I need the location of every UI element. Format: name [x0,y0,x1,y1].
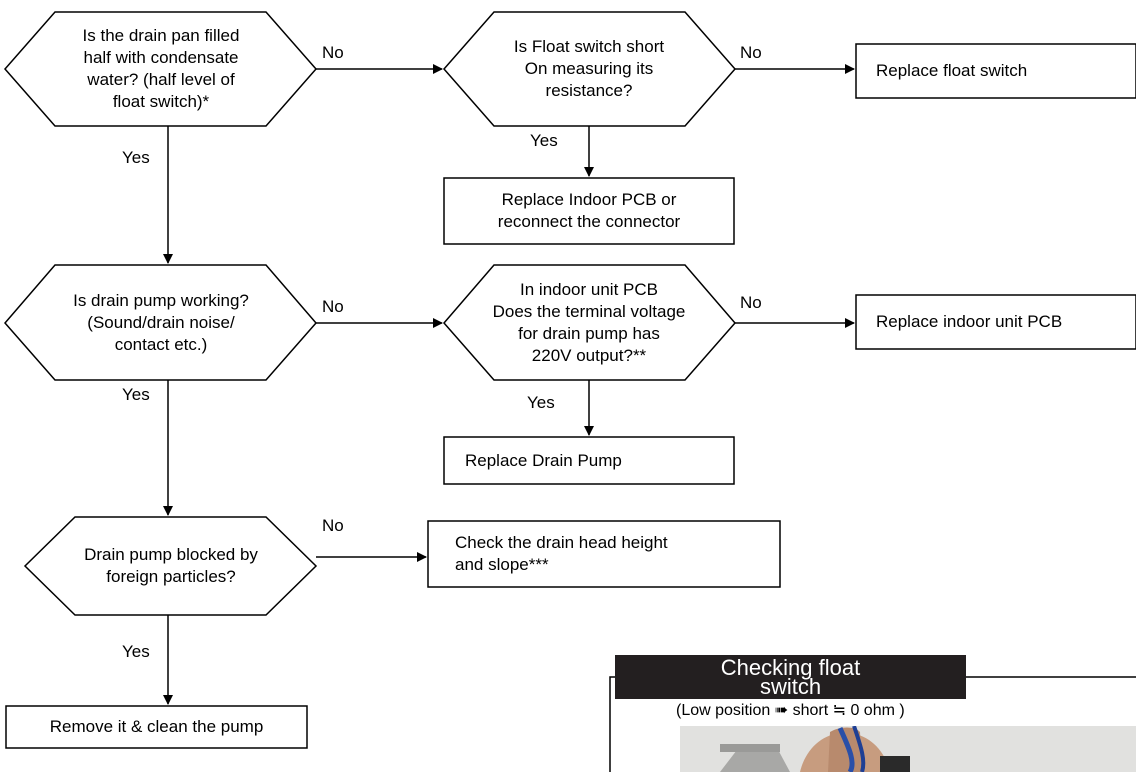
text-line: reconnect the connector [497,212,681,231]
text-line: Is the drain pan filled [82,26,240,45]
text-line: contact etc.) [114,335,208,354]
decision-drain-pump-working-text: Is drain pump working? (Sound/drain nois… [20,278,302,368]
panel-title-line: Checking float [720,655,861,680]
text-line: In indoor unit PCB [520,280,658,299]
text-line: foreign particles? [106,567,236,586]
box-remove-and-clean [5,705,308,749]
text-line: Replace float switch [876,61,1028,80]
text-line: Is drain pump working? [73,291,249,310]
text-line: 220V output?** [531,346,647,365]
box-replace-indoor-pcb-or-reconnect-text: Replace Indoor PCB or reconnect the conn… [444,178,734,244]
label-no: No [322,297,344,316]
label-yes: Yes [527,393,555,412]
box-check-drain-head-text: Check the drain head height and slope*** [455,521,770,587]
text-line: Replace Drain Pump [465,450,622,470]
label-yes: Yes [122,385,150,404]
box-replace-drain-pump [443,436,735,485]
label-no: No [322,516,344,535]
box-replace-drain-pump-text: Replace Drain Pump [465,437,725,484]
text-line: Remove it & clean the pump [49,717,264,736]
label-no: No [740,293,762,312]
text-line: Does the terminal voltage [492,302,686,321]
text-line: (Sound/drain noise/ [87,313,235,332]
decision-terminal-voltage-text: In indoor unit PCB Does the terminal vol… [458,274,720,372]
label-no: No [322,43,344,62]
decision-drain-pan-filled-text: Is the drain pan filled half with conden… [20,20,302,118]
box-replace-indoor-unit-pcb-text: Replace indoor unit PCB [876,295,1126,349]
panel-subtitle: (Low position ➠ short ≒ 0 ohm ) [676,702,905,719]
text-line: water? (half level of [87,70,235,89]
label-yes: Yes [122,642,150,661]
text-line: Drain pump blocked by [84,545,258,564]
decision-pump-blocked-text: Drain pump blocked by foreign particles? [40,535,302,597]
panel-title: Checking float switch [615,655,966,699]
text-line: Replace indoor unit PCB [876,312,1063,331]
text-line: Is Float switch short [513,37,665,56]
text-line: resistance? [545,81,633,100]
text-line: Replace Indoor PCB or [501,190,677,209]
label-yes: Yes [530,131,558,150]
decision-terminal-voltage [443,264,736,381]
decision-drain-pan-filled [4,11,317,127]
box-remove-and-clean-text: Remove it & clean the pump [6,706,307,748]
box-replace-indoor-pcb-or-reconnect [443,177,735,245]
box-replace-indoor-unit-pcb [855,294,1136,350]
panel-frame-left [609,676,615,772]
box-check-drain-head [427,520,781,588]
panel-title-line: switch [759,674,822,699]
text-line: half with condensate [83,48,239,67]
text-line: On measuring its [524,59,654,78]
decision-drain-pump-working [4,264,317,381]
label-yes: Yes [122,148,150,167]
float-switch-photo [680,726,1136,772]
decision-float-switch-short-text: Is Float switch short On measuring its r… [458,26,720,112]
box-replace-float-switch-text: Replace float switch [876,44,1126,98]
label-no: No [740,43,762,62]
text-line: and slope*** [455,555,549,574]
text-line: for drain pump has [518,324,660,343]
text-line: Check the drain head height [455,533,668,552]
decision-float-switch-short [443,11,736,127]
box-replace-float-switch [855,43,1136,99]
decision-pump-blocked [23,516,318,616]
text-line: float switch)* [112,92,210,111]
